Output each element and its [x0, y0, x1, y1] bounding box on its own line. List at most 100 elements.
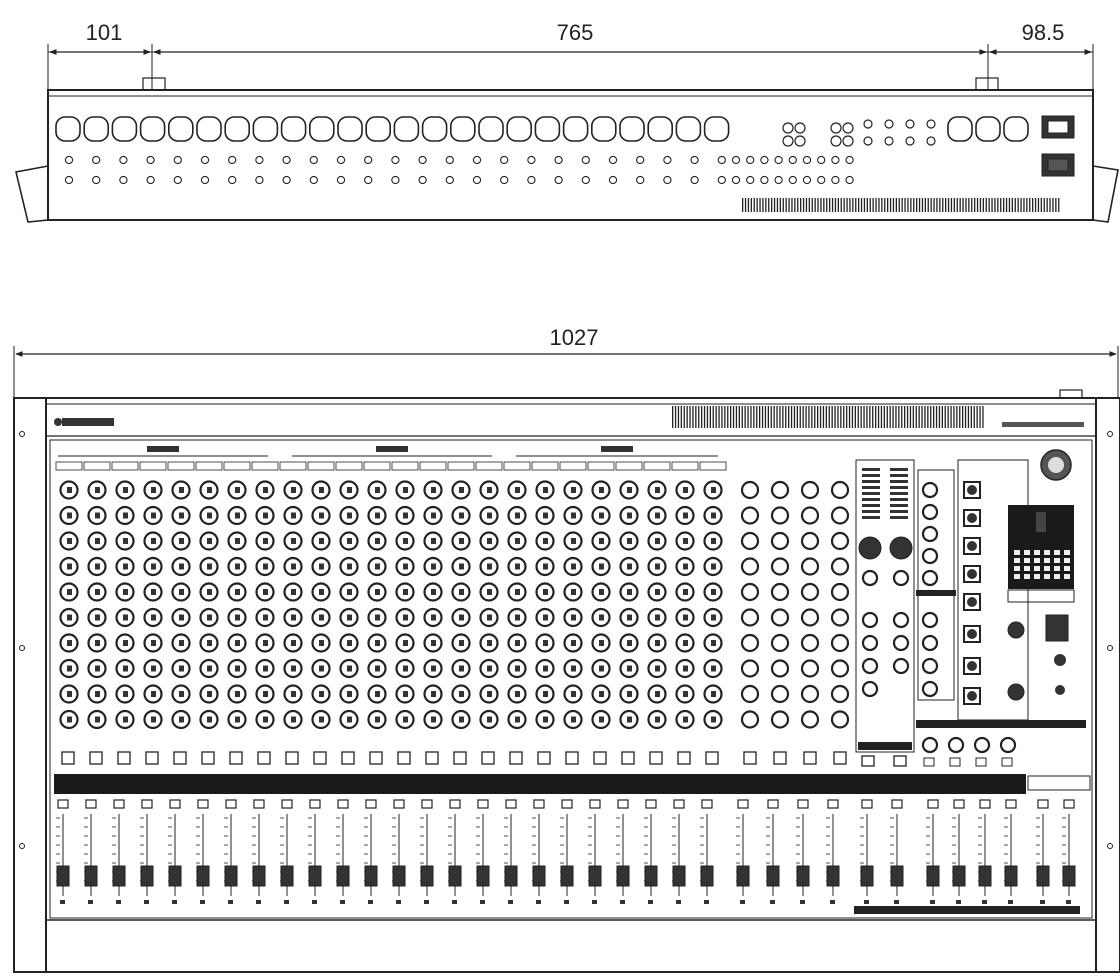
knob-pointer — [655, 563, 660, 570]
phone-jack — [731, 175, 741, 185]
vent-slot — [683, 406, 685, 428]
knob-pointer — [683, 640, 688, 646]
knob-pointer — [319, 538, 324, 544]
meter-segment — [1034, 550, 1040, 555]
master-button — [893, 755, 907, 767]
knob-pointer — [67, 665, 72, 672]
phone-jack — [845, 175, 854, 185]
knob-pointer — [123, 563, 128, 570]
channel-button — [425, 751, 439, 765]
phone-jack — [788, 175, 797, 185]
fader-button — [449, 799, 461, 809]
fader-button — [337, 799, 349, 809]
vent-slot — [909, 406, 912, 428]
vent-slot — [797, 198, 799, 212]
knob-pointer — [263, 538, 268, 544]
vent-slot — [808, 198, 810, 212]
routing-switch — [890, 486, 908, 489]
xlr-output-connector — [1003, 116, 1029, 142]
knob-pointer — [347, 512, 352, 519]
knob-pointer — [571, 589, 576, 595]
knob-pointer — [599, 487, 604, 493]
knob-pointer — [599, 716, 604, 723]
vent-slot — [878, 198, 880, 212]
knob-pointer — [627, 614, 632, 621]
phone-jack — [831, 155, 840, 165]
vent-slot — [756, 198, 758, 212]
knob-pointer — [599, 691, 604, 697]
stereo-channel-knob — [770, 608, 790, 627]
phone-jack — [636, 175, 645, 185]
master-knob — [861, 680, 879, 698]
vent-slot — [944, 406, 946, 428]
console-body — [45, 397, 1097, 973]
knob-pointer — [347, 538, 352, 544]
fader-knob — [926, 865, 940, 887]
knob-pointer — [263, 563, 268, 570]
knob-pointer — [235, 716, 240, 723]
knob-pointer — [207, 512, 212, 519]
fader-knob — [978, 865, 992, 887]
vent-slot — [689, 406, 691, 428]
fader-label — [144, 900, 149, 904]
meter-segment — [1014, 558, 1020, 563]
knob-pointer — [571, 563, 576, 570]
fader-knob — [364, 865, 378, 887]
vent-slot — [773, 406, 775, 428]
stereo-channel-knob — [830, 659, 850, 678]
rear-jack-small — [884, 119, 894, 129]
master-knob — [921, 657, 939, 675]
vent-slot — [988, 198, 990, 212]
routing-switch — [890, 468, 908, 471]
channel-header — [307, 461, 335, 471]
master-section — [855, 449, 1086, 767]
phone-jack — [255, 175, 264, 185]
vent-slot — [695, 406, 697, 428]
vent-slot — [918, 406, 920, 428]
xlr-input-connector — [703, 116, 730, 142]
knob-pointer — [683, 716, 688, 723]
knob-pointer — [459, 487, 464, 493]
fader-knob — [280, 865, 294, 887]
fader-label — [340, 900, 345, 904]
fader-button — [1005, 799, 1017, 809]
knob-pointer — [683, 538, 688, 544]
fader-knob — [168, 865, 182, 887]
vent-slot — [913, 198, 915, 212]
fader-knob — [796, 865, 810, 887]
channel-button — [173, 751, 187, 765]
knob-pointer — [711, 512, 716, 519]
meter-segment — [1054, 566, 1060, 571]
fader-button — [393, 799, 405, 809]
channel-header — [83, 461, 111, 471]
vent-slot — [735, 406, 738, 428]
stereo-channel-knob — [830, 582, 850, 602]
vent-slot — [785, 406, 787, 428]
model-name-mark — [1002, 422, 1084, 427]
rear-view: 101 765 98.5 — [15, 20, 1119, 223]
stereo-channel-knob — [740, 684, 760, 704]
fader-button — [617, 799, 629, 809]
knob-pointer — [599, 614, 604, 621]
routing-switch — [862, 492, 880, 495]
master-large-knob — [889, 536, 913, 560]
stereo-channel-knob — [800, 582, 820, 602]
meter-segment — [1014, 566, 1020, 571]
vent-slot — [674, 406, 677, 428]
knob-pointer — [151, 487, 156, 493]
knob-pointer — [711, 614, 716, 621]
knob-pointer — [571, 691, 576, 697]
channel-header — [419, 461, 447, 471]
fader-knob — [336, 865, 350, 887]
knob-pointer — [291, 589, 296, 595]
vent-slot — [869, 198, 871, 212]
vent-slot — [802, 406, 804, 428]
channel-header — [279, 461, 307, 471]
vent-slot — [941, 406, 943, 428]
vent-slot — [1011, 198, 1013, 212]
dim-label-765: 765 — [557, 20, 594, 45]
channel-header — [167, 461, 195, 471]
vent-slot — [782, 406, 784, 428]
knob-pointer — [123, 640, 128, 646]
knob-pointer — [291, 691, 296, 697]
